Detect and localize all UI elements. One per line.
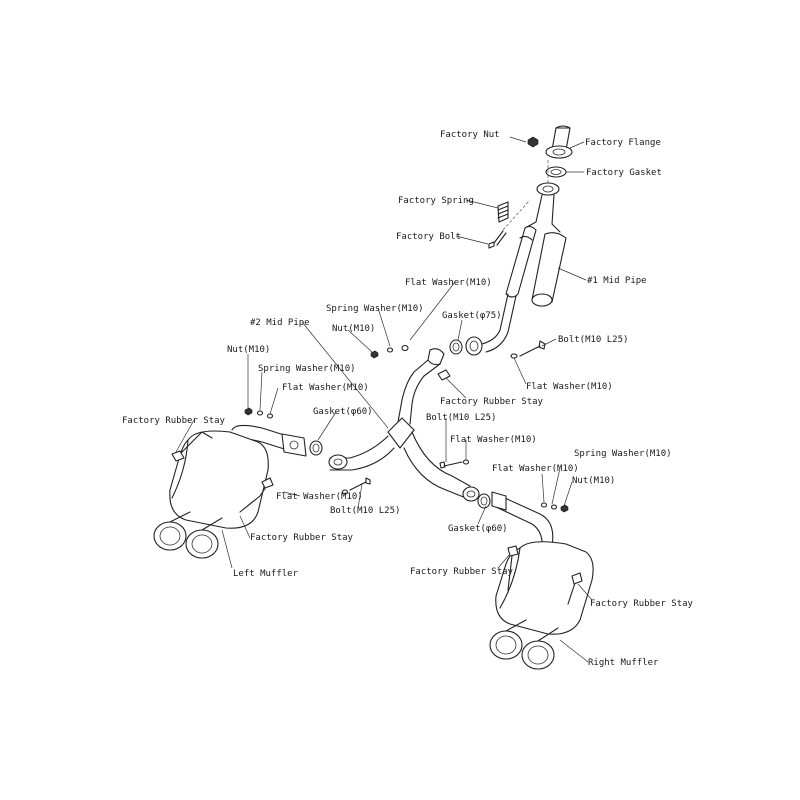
mid-pipe-2 [329,348,471,499]
label-factory-rubber-stay-left-bottom: Factory Rubber Stay [250,533,354,543]
label-gasket-60-right: Gasket(φ60) [448,524,508,534]
label-flat-washer-right: Flat Washer(M10) [492,464,579,474]
label-flat-washer-center: Flat Washer(M10) [450,435,537,445]
bolt-left-bottom [341,477,371,495]
gasket-60-right [477,493,491,509]
fasteners-top [370,344,409,359]
factory-gasket [545,166,567,178]
rubber-stay-left-top [171,431,213,462]
label-nut-left: Nut(M10) [227,345,270,355]
label-gasket-60-left: Gasket(φ60) [313,407,373,417]
bolt-top-right [519,340,546,357]
label-factory-bolt: Factory Bolt [396,232,461,242]
rubber-stay-right-right [567,572,583,605]
mid-pipe-2-right-flange [462,486,480,502]
label-factory-rubber-stay-left-top: Factory Rubber Stay [122,416,226,426]
rubber-stay-left-bottom [239,477,274,513]
label-flat-washer-left: Flat Washer(M10) [282,383,369,393]
label-factory-nut: Factory Nut [440,130,500,140]
label-factory-gasket: Factory Gasket [586,168,662,178]
fasteners-right [540,502,569,513]
label-nut-top: Nut(M10) [332,324,375,334]
label-bolt-left-bottom: Bolt(M10 L25) [330,506,400,516]
label-flat-washer-top-right: Flat Washer(M10) [526,382,613,392]
gasket-60-left [309,440,323,456]
right-muffler [489,491,594,670]
label-spring-washer-top: Spring Washer(M10) [326,304,424,314]
label-flat-washer-left-bottom: Flat Washer(M10) [276,492,363,502]
bolt-center [439,459,470,469]
fasteners-left [244,407,274,419]
factory-flange [545,145,573,159]
mid-pipe-1 [481,194,567,353]
factory-bolt [488,230,507,249]
label-nut-right: Nut(M10) [572,476,615,486]
label-spring-washer-left: Spring Washer(M10) [258,364,356,374]
label-bolt-center: Bolt(M10 L25) [426,413,496,423]
label-right-muffler: Right Muffler [588,658,659,668]
label-factory-rubber-stay-right-right: Factory Rubber Stay [590,599,694,609]
label-flat-washer-top: Flat Washer(M10) [405,278,492,288]
left-muffler [153,424,307,559]
rubber-stay-right-left [507,545,519,591]
leader-lines [175,136,593,663]
gasket-75 [449,339,463,355]
label-bolt-top-right: Bolt(M10 L25) [558,335,628,345]
part-labels: Factory Nut Factory Flange Factory Gaske… [122,130,694,668]
label-gasket-75: Gasket(φ75) [442,311,502,321]
label-mid-pipe-2: #2 Mid Pipe [250,318,310,328]
mid-pipe-2-left-flange [328,454,348,470]
label-mid-pipe-1: #1 Mid Pipe [587,276,647,286]
mid-pipe-1-top-flange [536,182,560,196]
label-factory-rubber-stay-center: Factory Rubber Stay [440,397,544,407]
factory-spring [497,201,509,223]
flat-washer-top-right [510,353,518,359]
label-spring-washer-right: Spring Washer(M10) [574,449,672,459]
label-left-muffler: Left Muffler [233,569,299,579]
label-factory-spring: Factory Spring [398,196,474,206]
rubber-stay-center [437,369,451,381]
label-factory-rubber-stay-right-left: Factory Rubber Stay [410,567,514,577]
label-factory-flange: Factory Flange [585,138,661,148]
factory-nut [527,136,539,148]
mid-pipe-1-bottom-flange [465,336,483,356]
